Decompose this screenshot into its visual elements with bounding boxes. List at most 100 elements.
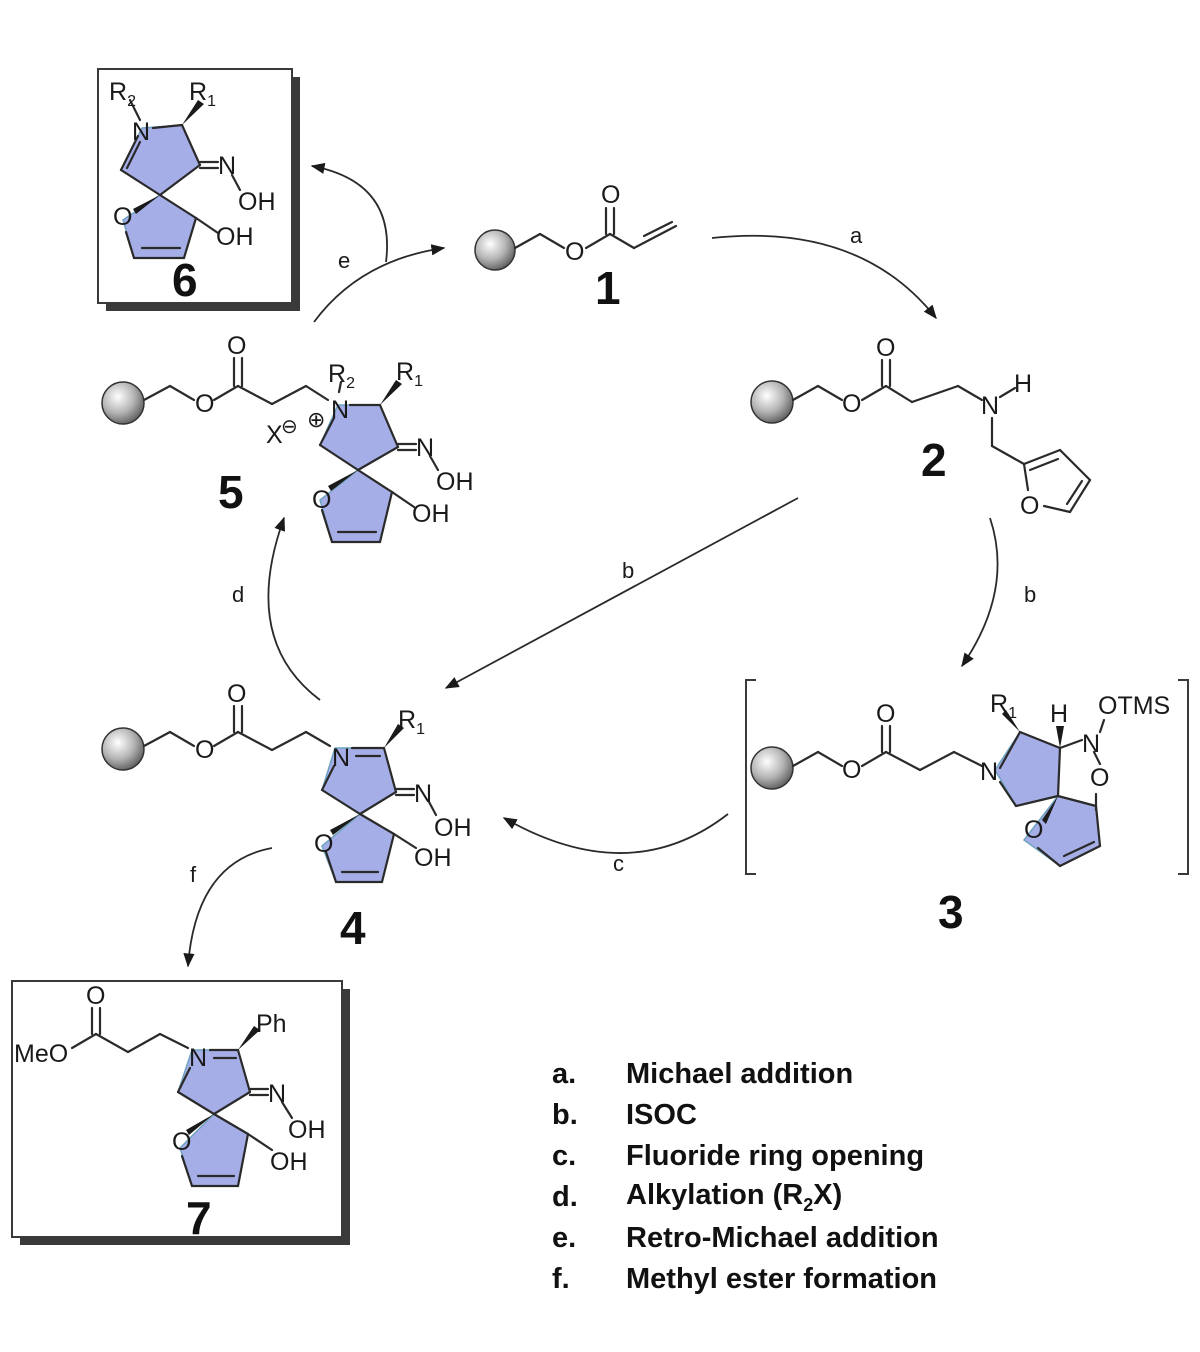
legend-item-b: b. ISOC bbox=[552, 1095, 939, 1136]
atom-O-ester: O bbox=[195, 390, 214, 418]
legend-key: c. bbox=[552, 1140, 577, 1172]
highlight bbox=[319, 404, 399, 543]
arrow-c-path bbox=[502, 813, 729, 854]
atom-N: N bbox=[980, 758, 998, 786]
atom-N: N bbox=[981, 392, 999, 420]
legend-text: Michael addition bbox=[626, 1058, 854, 1090]
arrow-e-path bbox=[313, 244, 446, 323]
arrow-label-c: c bbox=[613, 851, 624, 876]
charge-plus: ⊕ bbox=[307, 407, 325, 432]
charge-minus: ⊖ bbox=[281, 416, 298, 438]
atom-O-ring: O bbox=[113, 203, 132, 231]
atom-O-carbonyl: O bbox=[601, 181, 620, 209]
legend-item-d: d. Alkylation (R2X) bbox=[552, 1177, 939, 1218]
arrow-c: c bbox=[502, 813, 729, 876]
compound-label-3: 3 bbox=[938, 886, 964, 938]
atom-O-ester: O bbox=[842, 390, 861, 418]
arrow-d: d bbox=[232, 516, 321, 701]
atom-N-oxime: N bbox=[268, 1080, 286, 1108]
bracket-right bbox=[1178, 679, 1189, 875]
compound-label-7: 7 bbox=[186, 1192, 212, 1244]
arrow-e: e bbox=[310, 162, 446, 323]
atom-OH-oxime: OH bbox=[288, 1116, 326, 1144]
atom-R2: R2 bbox=[328, 360, 355, 392]
arrow-a-path bbox=[711, 234, 937, 320]
atom-O-carbonyl: O bbox=[876, 700, 895, 728]
atom-N-oxime: N bbox=[218, 152, 236, 180]
arrow-d-path bbox=[267, 516, 321, 701]
arrow-b-to-4: b bbox=[444, 497, 799, 689]
legend-key: d. bbox=[552, 1181, 578, 1213]
compound-label-5: 5 bbox=[218, 466, 244, 518]
bracket-left bbox=[745, 679, 756, 875]
atom-R1: R1 bbox=[189, 78, 216, 110]
compound-3: O O N R1 H N OTMS O O 3 bbox=[745, 679, 1189, 938]
atom-O-ring: O bbox=[312, 486, 331, 514]
atom-N-plus: N bbox=[331, 396, 349, 424]
atom-O-ester: O bbox=[565, 238, 584, 266]
compound-label-6: 6 bbox=[172, 254, 198, 306]
legend-key: b. bbox=[552, 1099, 578, 1131]
atom-N: N bbox=[189, 1044, 207, 1072]
legend-item-f: f. Methyl ester formation bbox=[552, 1259, 939, 1300]
atom-Ph: Ph bbox=[256, 1010, 287, 1038]
atom-N: N bbox=[132, 118, 150, 146]
atom-R1: R1 bbox=[398, 706, 425, 738]
arrow-f: f bbox=[183, 847, 273, 968]
resin-bead-icon bbox=[750, 380, 794, 424]
legend-item-e: e. Retro-Michael addition bbox=[552, 1218, 939, 1259]
atom-O-carbonyl: O bbox=[86, 982, 105, 1010]
atom-X: X bbox=[266, 421, 283, 449]
legend-text: Fluoride ring opening bbox=[626, 1140, 925, 1172]
legend-text: Alkylation (R2X) bbox=[626, 1179, 842, 1216]
atom-O-ring: O bbox=[314, 830, 333, 858]
atom-R1: R1 bbox=[990, 690, 1017, 722]
compound-5: O O R2 R1 N ⊕ X ⊖ N OH O OH 5 bbox=[101, 332, 474, 544]
legend-text-pre: Alkylation (R bbox=[626, 1179, 804, 1212]
atom-H: H bbox=[1050, 700, 1068, 728]
atom-R2: R2 bbox=[109, 78, 136, 110]
atom-OH: OH bbox=[216, 223, 254, 251]
compound-2: O O N H O 2 bbox=[750, 334, 1092, 520]
box-frame bbox=[11, 980, 343, 1238]
resin-bead-icon bbox=[101, 727, 145, 771]
resin-bead-icon bbox=[101, 381, 145, 425]
atom-MeO: MeO bbox=[14, 1040, 68, 1068]
arrow-e-branch-path bbox=[310, 162, 388, 263]
atom-O-ring: O bbox=[1024, 816, 1043, 844]
legend-item-c: c. Fluoride ring opening bbox=[552, 1136, 939, 1177]
atom-O-ring: O bbox=[172, 1128, 191, 1156]
legend-text-sub: 2 bbox=[803, 1194, 814, 1215]
atom-OH-oxime: OH bbox=[436, 468, 474, 496]
atom-OTMS: OTMS bbox=[1098, 692, 1170, 720]
legend-key: e. bbox=[552, 1222, 577, 1254]
atom-N: N bbox=[332, 744, 350, 772]
atom-N-oxime: N bbox=[416, 434, 434, 462]
compound-4: O O R1 N N OH O OH 4 bbox=[101, 680, 472, 954]
arrow-label-f: f bbox=[190, 862, 197, 887]
arrow-label-d: d bbox=[232, 582, 244, 607]
arrow-a: a bbox=[711, 223, 937, 320]
atom-O-ester: O bbox=[195, 736, 214, 764]
resin-bead-icon bbox=[474, 229, 516, 271]
arrow-f-path bbox=[183, 847, 273, 968]
atom-O-furan: O bbox=[1020, 492, 1039, 520]
arrow-b-to-4-path bbox=[444, 497, 799, 689]
arrow-label-a: a bbox=[850, 223, 863, 248]
compound-label-1: 1 bbox=[595, 262, 621, 314]
atom-OH: OH bbox=[412, 500, 450, 528]
legend-key: f. bbox=[552, 1263, 570, 1295]
atom-R1: R1 bbox=[396, 358, 423, 390]
legend-key: a. bbox=[552, 1058, 577, 1090]
atom-O-carbonyl: O bbox=[227, 680, 246, 708]
compound-1: O O 1 bbox=[474, 181, 678, 314]
arrow-label-b-to-3: b bbox=[1024, 582, 1036, 607]
arrow-label-e: e bbox=[338, 248, 350, 273]
legend-text: ISOC bbox=[626, 1099, 697, 1131]
legend-text-post: X) bbox=[813, 1179, 843, 1212]
atom-H: H bbox=[1014, 370, 1032, 398]
atom-OH: OH bbox=[270, 1148, 308, 1176]
resin-bead-icon bbox=[750, 746, 794, 790]
compound-7: MeO O Ph N N OH O OH 7 bbox=[11, 980, 350, 1245]
